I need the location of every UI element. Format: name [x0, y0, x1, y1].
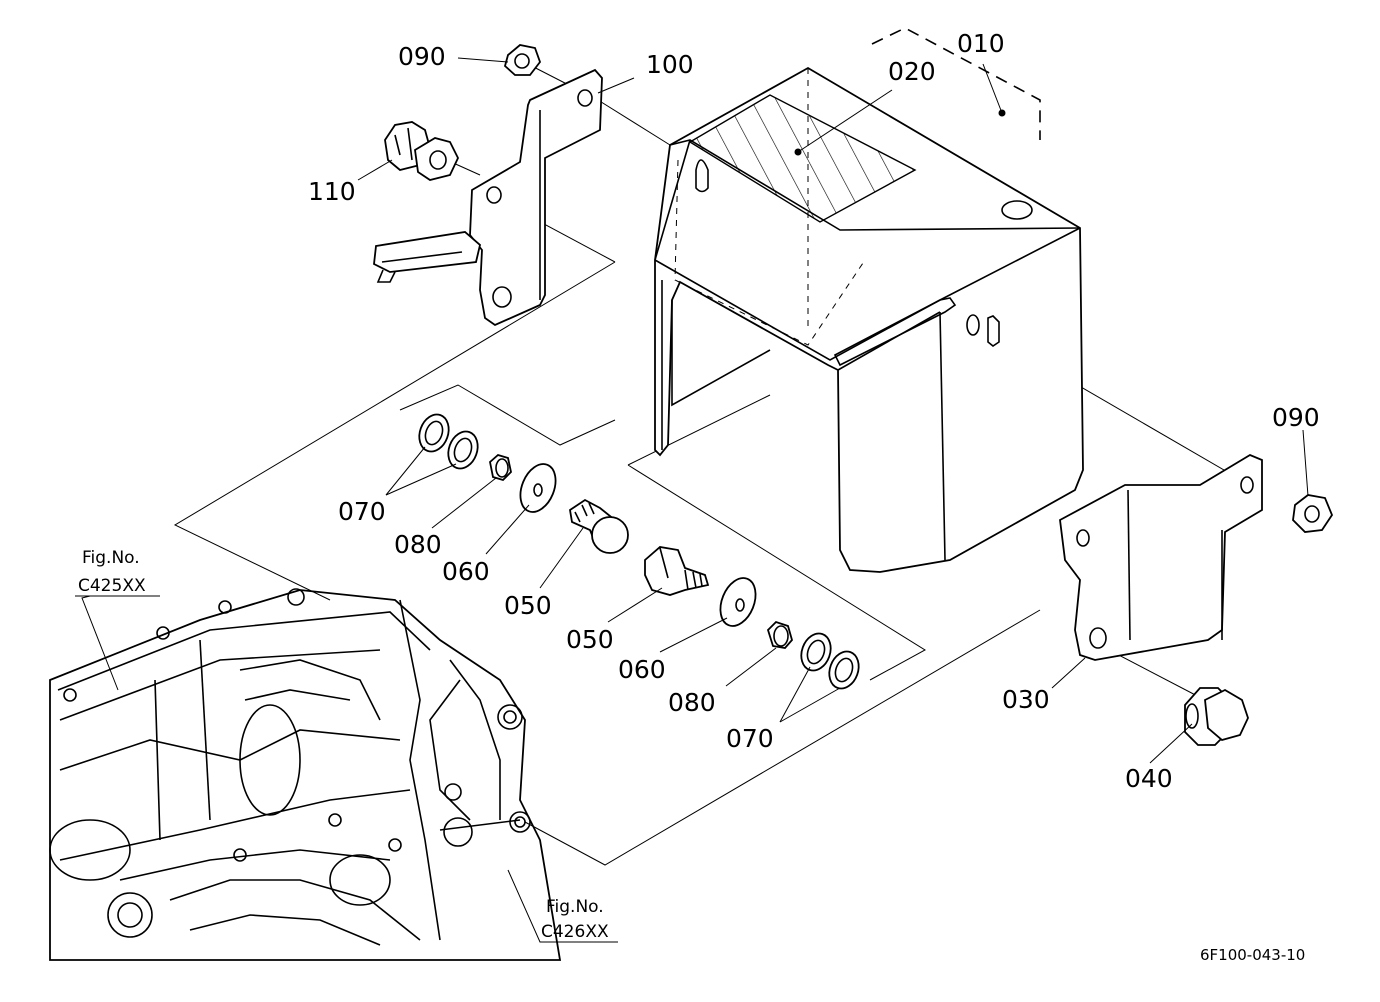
nut-part-090-right [1292, 494, 1334, 533]
callout-070-lower: 070 [726, 724, 774, 753]
callout-070-upper: 070 [338, 497, 386, 526]
callout-labels: 010 020 090 100 110 070 080 060 050 050 … [308, 29, 1320, 793]
callout-060-upper: 060 [442, 557, 490, 586]
pin-part-050-lower [644, 546, 710, 596]
pin-part-050-upper [569, 498, 629, 554]
nut-part-090-top [503, 44, 542, 76]
figure-ref-left-code: C425XX [78, 576, 146, 596]
drawing-number: 6F100-043-10 [1200, 946, 1305, 964]
figure-ref-left: Fig.No. C425XX [78, 548, 146, 596]
figure-ref-bottom-label: Fig.No. [546, 897, 604, 917]
callout-080-upper: 080 [394, 530, 442, 559]
bracket-part-100 [373, 68, 603, 327]
bolt-part-110 [384, 121, 460, 181]
washer-part-070-lower-1 [800, 632, 832, 672]
callout-040: 040 [1125, 764, 1173, 793]
washer-part-070-upper-1 [418, 413, 450, 453]
callout-030: 030 [1002, 685, 1050, 714]
spacer-part-080-upper [489, 453, 512, 482]
callout-020: 020 [888, 57, 936, 86]
callout-110: 110 [308, 177, 356, 206]
callout-050-lower: 050 [566, 625, 614, 654]
bolt-part-040 [1184, 687, 1249, 746]
assembly-010-bracket [871, 27, 1041, 140]
washer-part-070-lower-2 [828, 650, 860, 690]
washer-part-070-upper-2 [447, 430, 479, 470]
callout-080-lower: 080 [668, 688, 716, 717]
figure-ref-left-label: Fig.No. [82, 548, 140, 568]
callout-100: 100 [646, 50, 694, 79]
washer-part-060-lower [719, 577, 757, 627]
figure-ref-bottom-code: C426XX [541, 922, 609, 942]
cover-part-010 [654, 66, 1084, 573]
callout-010: 010 [957, 29, 1005, 58]
leader-lines [75, 57, 1309, 943]
spacer-part-080-lower [766, 620, 793, 649]
callout-060-lower: 060 [618, 655, 666, 684]
figure-ref-bottom: Fig.No. C426XX [541, 897, 609, 942]
washer-part-060-upper [519, 463, 557, 513]
callout-090-right: 090 [1272, 403, 1320, 432]
transmission-case [49, 588, 562, 961]
callout-090-top: 090 [398, 42, 446, 71]
callout-050-upper: 050 [504, 591, 552, 620]
bracket-part-030 [1059, 453, 1263, 661]
